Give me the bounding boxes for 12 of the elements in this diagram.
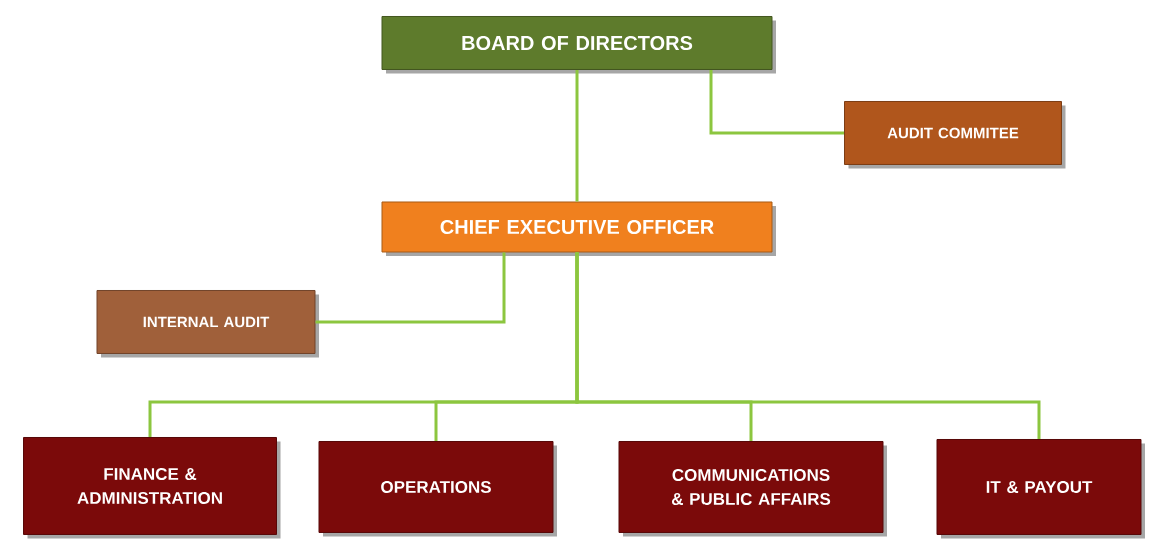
connector-line (709, 70, 844, 135)
department-box: COMMUNICATIONS & PUBLIC AFFAIRS (618, 441, 887, 537)
department-box: OPERATIONS (318, 441, 557, 537)
department-box: FINANCE & ADMINISTRATION (23, 437, 281, 539)
connector-line (315, 252, 506, 324)
audit-box: INTERNAL AUDIT (96, 290, 319, 358)
connector-line (575, 70, 579, 202)
committee-box: AUDIT COMMITEE (844, 101, 1066, 169)
connector-line (575, 252, 1041, 439)
top-box: BOARD OF DIRECTORS (381, 16, 776, 74)
executive-box: CHIEF EXECUTIVE OFFICER (381, 201, 776, 256)
department-box: IT & PAYOUT (936, 439, 1145, 539)
